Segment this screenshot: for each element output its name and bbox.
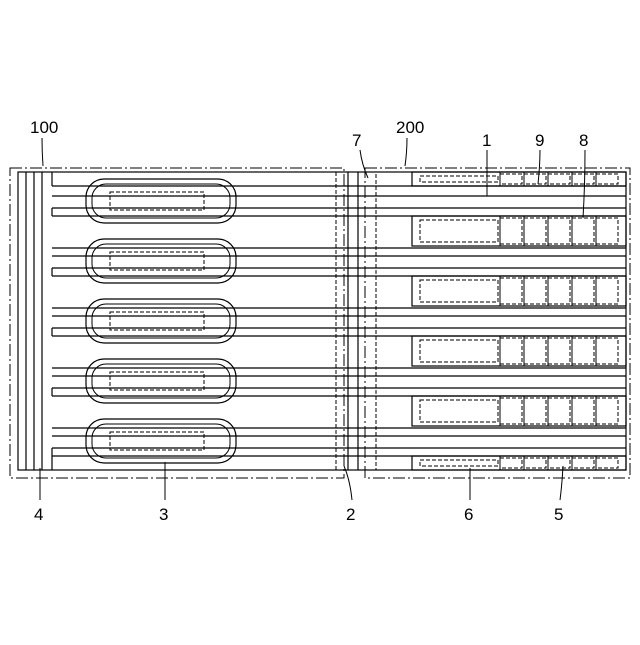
capsule-elements bbox=[86, 179, 236, 463]
pad-cell bbox=[548, 218, 570, 244]
capsule-dashed-core bbox=[110, 192, 204, 210]
capsule-inner bbox=[92, 424, 230, 458]
pad-cell bbox=[596, 398, 618, 424]
label-ref-1: 1 bbox=[482, 131, 491, 150]
pad-dashed-region bbox=[420, 176, 498, 182]
pad-cell bbox=[500, 218, 522, 244]
pad-cell bbox=[548, 338, 570, 364]
capsule-dashed-core bbox=[110, 432, 204, 450]
pad-dashed-region bbox=[420, 460, 498, 466]
pad-cell bbox=[500, 174, 522, 184]
pad-cell bbox=[524, 278, 546, 304]
pad-cell bbox=[596, 278, 618, 304]
label-ref-3: 3 bbox=[159, 505, 168, 524]
pad-cell bbox=[500, 398, 522, 424]
pad-cell bbox=[500, 458, 522, 468]
pad-cell bbox=[500, 278, 522, 304]
pad-dashed-region bbox=[420, 220, 498, 242]
region-200-boundary bbox=[365, 168, 630, 478]
pad-cell bbox=[572, 398, 594, 424]
capsule-inner bbox=[92, 304, 230, 338]
capsule-inner bbox=[92, 244, 230, 278]
label-ref-8: 8 bbox=[579, 131, 588, 150]
pad-cell bbox=[548, 398, 570, 424]
electrode-lines bbox=[52, 172, 626, 470]
label-ref-7: 7 bbox=[352, 131, 361, 150]
label-ref-6: 6 bbox=[464, 505, 473, 524]
label-ref-4: 4 bbox=[34, 505, 43, 524]
pad-cell bbox=[572, 218, 594, 244]
pad-cell bbox=[548, 174, 570, 184]
pad-cell bbox=[596, 174, 618, 184]
pad-dashed-region bbox=[420, 340, 498, 362]
pad-cell bbox=[572, 458, 594, 468]
label-ref-2: 2 bbox=[346, 505, 355, 524]
leader-lines bbox=[40, 138, 585, 500]
capsule-dashed-core bbox=[110, 312, 204, 330]
pad-cell bbox=[572, 174, 594, 184]
pad-cell bbox=[524, 218, 546, 244]
capsule-inner bbox=[92, 184, 230, 218]
pad-elements bbox=[412, 172, 626, 470]
pad-dashed-region bbox=[420, 400, 498, 422]
pad-cell bbox=[548, 458, 570, 468]
pad-cell bbox=[524, 338, 546, 364]
label-region-200: 200 bbox=[396, 118, 424, 137]
pad-cell bbox=[596, 458, 618, 468]
pad-dashed-region bbox=[420, 280, 498, 302]
pad-cell bbox=[500, 338, 522, 364]
pad-cell bbox=[548, 278, 570, 304]
pad-cell bbox=[524, 174, 546, 184]
pad-cell bbox=[524, 398, 546, 424]
pad-cell bbox=[572, 278, 594, 304]
bus-lines bbox=[26, 172, 42, 470]
label-ref-5: 5 bbox=[554, 505, 563, 524]
label-ref-9: 9 bbox=[535, 131, 544, 150]
label-region-100: 100 bbox=[30, 118, 58, 137]
capsule-dashed-core bbox=[110, 252, 204, 270]
pad-cell bbox=[524, 458, 546, 468]
separator-strip bbox=[336, 172, 376, 470]
pad-cell bbox=[572, 338, 594, 364]
capsule-dashed-core bbox=[110, 372, 204, 390]
pad-cell bbox=[596, 218, 618, 244]
pad-cell bbox=[596, 338, 618, 364]
capsule-inner bbox=[92, 364, 230, 398]
dashed-region-2 bbox=[336, 172, 376, 470]
panel-outline bbox=[18, 172, 626, 470]
